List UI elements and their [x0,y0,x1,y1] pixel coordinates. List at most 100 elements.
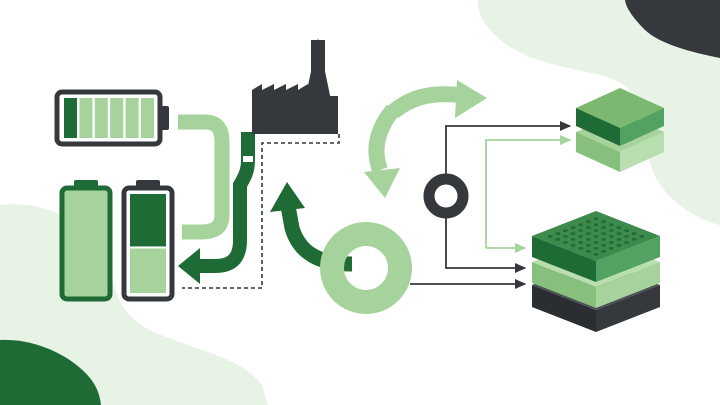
chip-grid-dot [616,238,622,241]
chip-grid-dot [609,241,614,244]
small-stack-bottom-left [576,132,620,172]
chip-grid-dot [624,241,629,244]
large-stack-mid-right [596,262,660,308]
small-stack-bottom-right [620,132,664,172]
chip-grid-dot [593,229,599,232]
ring-light [320,222,412,314]
chip-grid-dot [578,223,583,226]
chip-grid-dot [609,223,614,226]
factory-body [252,96,338,134]
flow-arrow-dark-curve-head [270,182,305,212]
chip-grid-dot [593,247,599,250]
battery-horizontal-tip [161,106,169,130]
battery-light-body [59,185,113,302]
chip-grid-dot [555,238,561,241]
recycle-arc-top-head [455,80,487,118]
chip-grid-dot [601,238,606,241]
material-layers-large [532,211,660,332]
chip-grid-dot [631,232,637,235]
ring-dark [423,173,469,219]
chip-grid-dot [578,247,583,250]
chip-grid-dot [593,241,599,244]
chip-grid-dot [555,232,561,235]
chip-grid-dot [616,232,622,235]
battery-horizontal-cell [141,98,154,138]
battery-dark [121,180,175,302]
chip-grid-dot [631,238,637,241]
chip-grid-dot [570,238,576,241]
chip-grid-dot [601,232,606,235]
chip-grid-dot [548,235,553,238]
small-stack-top-right [620,108,664,146]
chip-grid-dot [578,235,583,238]
chip-grid-dot [586,244,591,247]
factory-roof [252,84,308,98]
battery-dark-fill-top [130,194,166,247]
chip-grid-dot [601,226,606,229]
chip-grid-dot [593,223,599,226]
recycle-arc-left [368,104,400,173]
chip-grid-dot [616,244,622,247]
chip-grid-dot [586,238,591,241]
chip-grid-dot [563,235,568,238]
chip-grid-dot [601,244,606,247]
chip-grid [548,217,644,256]
chip-grid-dot [593,253,599,256]
chip-grid-dot [593,217,599,220]
battery-horizontal-cell [79,98,93,138]
line-ring-to-top-stack [445,120,572,178]
large-stack-top-right [596,236,660,282]
battery-horizontal-cell [94,98,108,138]
battery-horizontal-cells [64,98,154,138]
chip-grid-dot [563,229,568,232]
battery-horizontal-cell [110,98,124,138]
chip-grid-dot [586,226,591,229]
material-layers-small [576,88,664,172]
blob-top-right [477,0,720,225]
chip-grid-dot [586,250,591,253]
factory-icon [252,38,338,134]
line-ring-to-bottom-stack [445,214,527,274]
line-green-to-top-stack [485,134,572,248]
battery-dark-fill-bottom [130,248,166,293]
chip-grid-dot [624,235,629,238]
chip-grid-dot [609,247,614,250]
chip-grid-dot [570,244,576,247]
small-stack-top-left [576,108,620,146]
chip-grid-dot [624,229,629,232]
chip-grid-dot [593,235,599,238]
battery-light [59,180,113,302]
blob-bottom-left-dark [0,339,101,405]
blob-top-right-dark [625,0,720,58]
chip-grid-dot [586,220,591,223]
flow-arrow-dark-down [198,132,255,273]
large-stack-base-right [596,285,660,332]
large-stack-top-left [532,236,596,282]
chip-grid-dot [570,232,576,235]
chip-grid-dot [570,226,576,229]
chip-grid-dot [639,235,644,238]
chip-grid-dot [563,241,568,244]
large-stack-base-left [532,285,596,332]
chip-grid-dot [601,250,606,253]
battery-horizontal-cell [125,98,139,138]
battery-horizontal [54,89,169,147]
battery-horizontal-cell [64,98,77,138]
large-stack-mid-left [532,262,596,308]
pipe-gap-marker [243,156,253,162]
chip-grid-dot [609,235,614,238]
recycle-arc-left-head [364,168,400,198]
factory-chimney-tall [305,38,331,100]
chip-grid-dot [616,226,622,229]
chip-grid-dot [586,232,591,235]
flow-arrow-dark-down-head [178,248,200,284]
chip-grid-dot [578,229,583,232]
dashed-line-factory [182,134,340,289]
chip-grid-dot [578,241,583,244]
recycle-arc-top [387,86,461,119]
chip-grid-dot [609,229,614,232]
chip-grid-dot [601,220,606,223]
flow-arrow-light-u [178,114,230,240]
